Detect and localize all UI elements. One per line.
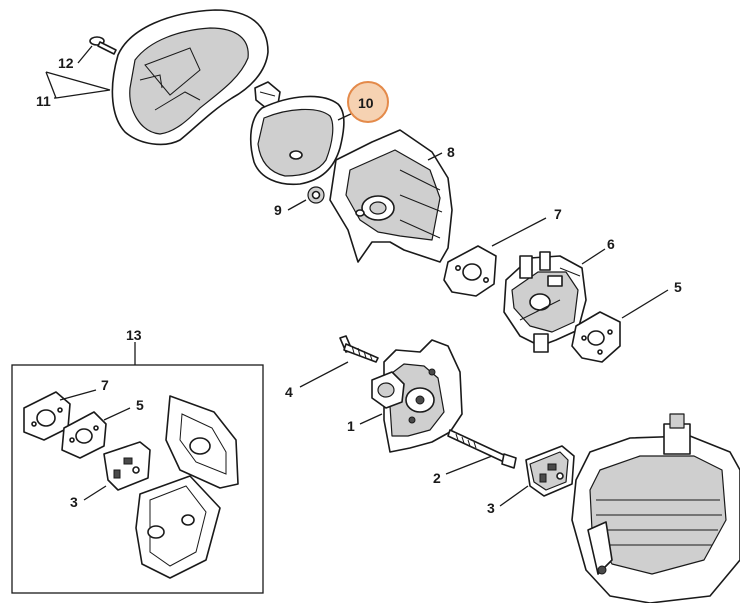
kit-gasket-5[interactable]: [61, 411, 107, 459]
callout-5-right[interactable]: 5: [674, 279, 682, 295]
callout-12[interactable]: 12: [58, 55, 74, 71]
kit-box: [11, 364, 264, 594]
callout-10-highlight: [347, 81, 389, 123]
carburetor[interactable]: [503, 251, 587, 353]
bolt-2[interactable]: [447, 429, 517, 469]
kit-gasket-large-upper[interactable]: [165, 395, 239, 489]
callout-3-kit[interactable]: 3: [70, 494, 78, 510]
kit-gasket-large-lower[interactable]: [135, 475, 221, 579]
callout-7-upper[interactable]: 7: [554, 206, 562, 222]
screw-12[interactable]: [89, 36, 117, 55]
gasket-7-upper[interactable]: [443, 245, 497, 297]
carburetor-cover[interactable]: [329, 129, 453, 263]
kit-insulator-3[interactable]: [103, 441, 151, 491]
callout-13[interactable]: 13: [126, 327, 142, 343]
intake-manifold[interactable]: [371, 339, 463, 453]
callout-4[interactable]: 4: [285, 384, 293, 400]
callout-6[interactable]: 6: [607, 236, 615, 252]
insulator-3-right[interactable]: [525, 445, 575, 497]
callout-8[interactable]: 8: [447, 144, 455, 160]
air-filter[interactable]: [249, 95, 345, 186]
callout-2[interactable]: 2: [433, 470, 441, 486]
callout-11[interactable]: 11: [36, 93, 51, 109]
leader-lines: [45, 45, 669, 507]
nut-9[interactable]: [307, 186, 325, 204]
callout-labels: 12 11 10 9 8 7 6 5 4 1 2 3 13 7 5 3: [36, 55, 682, 516]
bolt-4[interactable]: [339, 335, 379, 363]
gasket-5-right[interactable]: [571, 311, 621, 363]
air-filter-cover[interactable]: [111, 9, 269, 146]
engine-cylinder[interactable]: [571, 413, 740, 603]
callout-3-right[interactable]: 3: [487, 500, 495, 516]
callout-7-kit[interactable]: 7: [101, 377, 109, 393]
callout-10[interactable]: 10: [358, 95, 374, 111]
callout-9[interactable]: 9: [274, 202, 282, 218]
callout-5-kit[interactable]: 5: [136, 397, 144, 413]
callout-1[interactable]: 1: [347, 418, 355, 434]
